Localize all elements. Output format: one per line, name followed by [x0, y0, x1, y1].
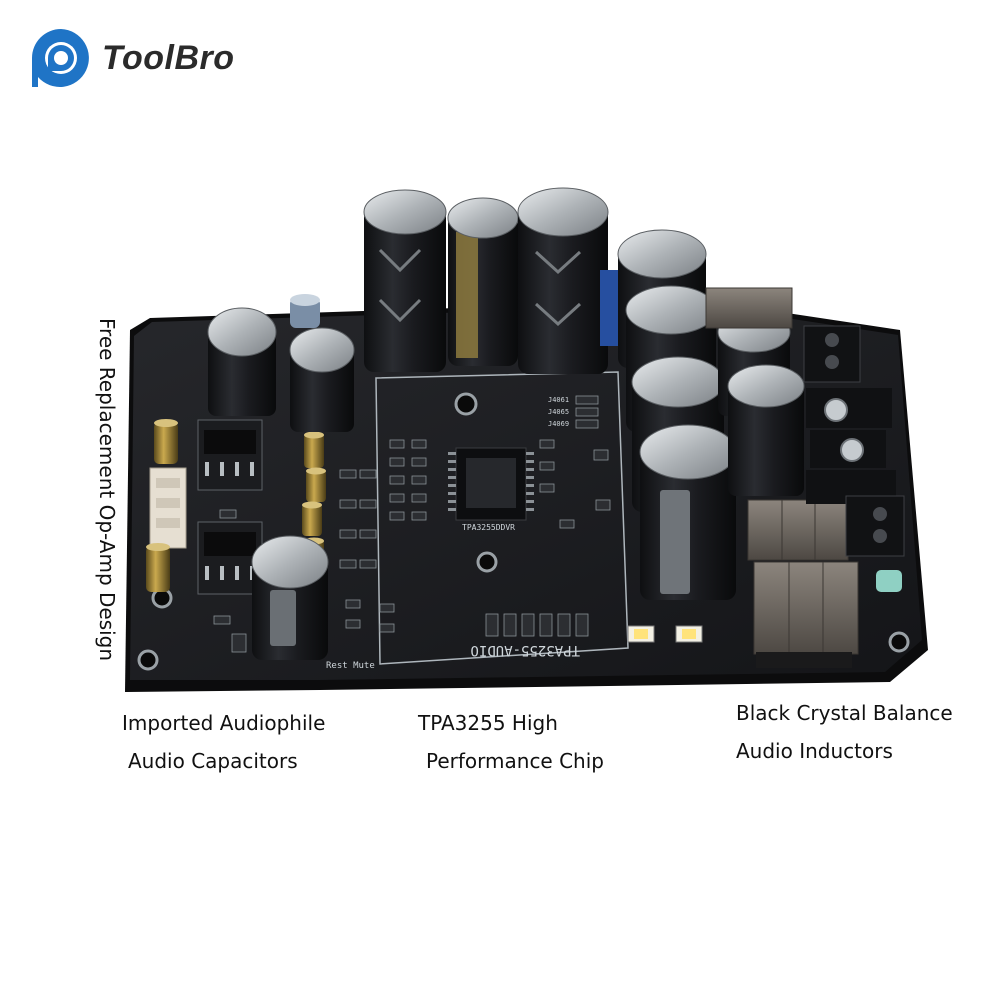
terminal-blocks: [803, 325, 905, 592]
caption-chip: TPA3255 High Performance Chip: [418, 704, 604, 780]
jumper-labels: J4061 J4065 J4069: [548, 396, 569, 428]
caption-line: Black Crystal Balance: [736, 701, 953, 725]
op-amp-chips: [197, 419, 263, 595]
brand-name: ToolBro: [102, 38, 235, 77]
indicator-leds: [627, 625, 703, 643]
caption-capacitors: Imported Audiophile Audio Capacitors: [122, 704, 325, 780]
silkscreen-title: TPA3255-AUDIO: [470, 642, 580, 658]
audio-inductors: [705, 287, 859, 668]
jumper-label: J4065: [548, 408, 569, 416]
chip-marking: TPA3255DDVR: [462, 523, 515, 532]
input-header-connector: [149, 467, 187, 549]
mute-label: Rest Mute: [326, 661, 375, 671]
electrolytic-capacitors: [207, 187, 805, 660]
caption-line: TPA3255 High: [418, 711, 558, 735]
caption-line: Imported Audiophile: [122, 711, 326, 735]
jumper-label: J4069: [548, 420, 569, 428]
caption-line: Audio Capacitors: [128, 749, 298, 773]
jumper-label: J4061: [548, 396, 569, 404]
caption-line: Performance Chip: [426, 749, 604, 773]
caption-inductors: Black Crystal Balance Audio Inductors: [736, 694, 953, 770]
caption-opamp: Free Replacement Op-Amp Design: [95, 318, 119, 662]
brand-header: ToolBro: [28, 20, 235, 96]
caption-line: Audio Inductors: [736, 739, 893, 763]
toolbro-logo-icon: [32, 29, 89, 87]
tpa3255-chip: [448, 447, 534, 521]
smd-components: [213, 395, 611, 653]
